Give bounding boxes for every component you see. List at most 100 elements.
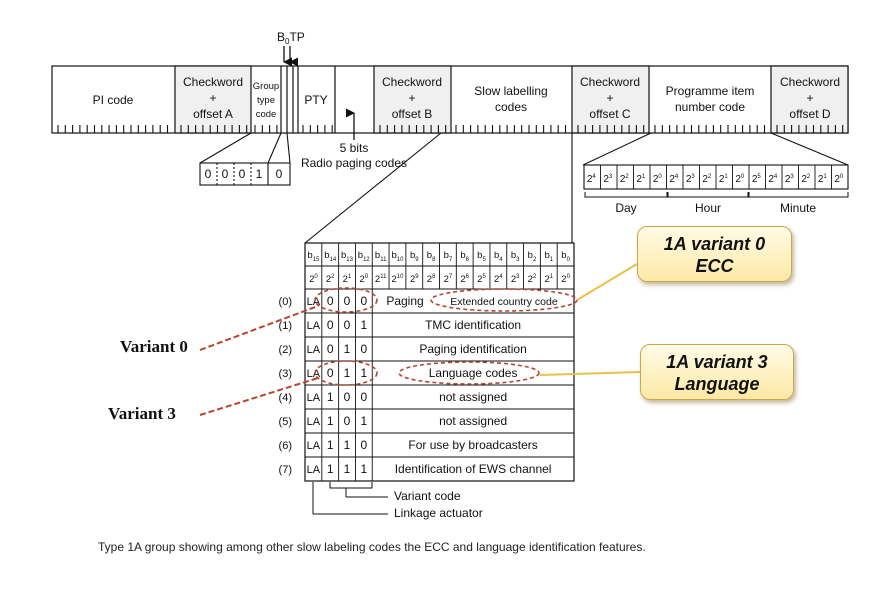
table-row-bit: 1: [327, 462, 334, 476]
table-row-bit: 0: [344, 390, 351, 404]
pin-minute-label: Minute: [780, 201, 816, 215]
table-bit-header-index: 11: [380, 257, 387, 263]
table-power-header: 210: [392, 274, 405, 285]
table-guide-lines: [304, 132, 573, 244]
table-power-header-base: 2: [359, 274, 364, 285]
table-row-bit: 0: [327, 318, 334, 332]
table-power-header-base: 2: [309, 274, 314, 285]
pin-bit-exp: 4: [675, 174, 679, 180]
table-bit-header: b7: [444, 250, 453, 263]
pin-hour-label: Hour: [695, 201, 721, 215]
checkword-a-line3: offset A: [193, 107, 233, 121]
pin-bit: 24: [587, 174, 597, 185]
pin-bit-exp: 0: [658, 174, 662, 180]
table-bit-header: b4: [494, 250, 503, 263]
pty-label: PTY: [304, 93, 327, 107]
pin-bit-base: 2: [818, 174, 824, 185]
pin-bit: 24: [669, 174, 679, 185]
pin-bit-base: 2: [702, 174, 708, 185]
table-power-header-base: 2: [528, 274, 533, 285]
table-row-bit: 1: [360, 366, 367, 380]
group-type-bit: 0: [239, 167, 246, 181]
table-bit-header-index: 3: [516, 257, 520, 263]
table-power-header-index: 0: [314, 274, 318, 280]
table-row-la: LA: [307, 464, 321, 476]
table-power-header-index: 0: [365, 274, 369, 280]
variant0-bits-ellipse: [314, 287, 378, 313]
table-row-bit: 1: [360, 414, 367, 428]
table-power-header-base: 2: [561, 274, 566, 285]
table-bit-header-index: 8: [432, 257, 436, 263]
svg-text:B0TP: B0TP: [277, 30, 305, 46]
pi-code-label: PI code: [93, 93, 134, 107]
table-row-bit: 1: [360, 462, 367, 476]
table-row-bit: 0: [327, 366, 334, 380]
table-power-header-index: 6: [466, 274, 470, 280]
table-bit-header: b6: [460, 250, 469, 263]
table-bit-header: b8: [427, 250, 436, 263]
table-bit-header: b9: [410, 250, 419, 263]
checkword-d-line2: +: [806, 91, 813, 105]
table-power-header-index: 3: [516, 274, 520, 280]
programme-item-line1: Programme item: [666, 84, 755, 98]
tp-label: TP: [289, 30, 304, 44]
pin-day-label: Day: [615, 201, 636, 215]
checkword-c-line1: Checkword: [580, 75, 640, 89]
annotation-lines: [199, 263, 641, 416]
table-bit-header-index: 13: [346, 257, 353, 263]
table-bit-header-base: b: [358, 250, 363, 261]
group-type-bit: 0: [222, 167, 229, 181]
pin-bit-exp: 2: [625, 174, 629, 180]
table-row-bit: 1: [344, 438, 351, 452]
pin-bit-base: 2: [834, 174, 840, 185]
table-bit-header-index: 14: [330, 257, 337, 263]
table-bit-header-index: 4: [499, 257, 503, 263]
pin-bit: 22: [620, 174, 630, 185]
table-row-label: not assigned: [439, 390, 507, 404]
table-row-bit: 1: [344, 366, 351, 380]
table-bit-header-base: b: [511, 250, 516, 261]
table-bit-header-base: b: [494, 250, 499, 261]
table-power-header-index: 1: [550, 274, 554, 280]
table-bit-header-base: b: [392, 250, 397, 261]
table-row-index: (3): [279, 368, 292, 380]
table-power-header-base: 2: [511, 274, 516, 285]
checkword-c-line2: +: [606, 91, 613, 105]
table-power-header-index: 11: [380, 274, 387, 280]
pin-bit-exp: 2: [708, 174, 712, 180]
table-power-header: 22: [326, 274, 335, 285]
table-bit-header-index: 15: [313, 257, 320, 263]
ecc-callout-line1: 1A variant 0: [663, 234, 766, 254]
radio-paging-label: Radio paging codes: [301, 156, 407, 170]
table-bit-header-index: 5: [482, 257, 486, 263]
pin-bit: 21: [719, 174, 729, 185]
table-row-label: not assigned: [439, 414, 507, 428]
table-power-header-index: 8: [432, 274, 436, 280]
table-row-bit: 0: [344, 294, 351, 308]
pin-bit-exp: 4: [774, 174, 778, 180]
table-power-header-base: 2: [343, 274, 348, 285]
pin-brackets: [584, 192, 849, 198]
checkword-c-line3: offset C: [589, 107, 630, 121]
group-type-bit: 0: [276, 167, 283, 181]
group-type-bit: 1: [256, 167, 263, 181]
pin-bit: 20: [735, 174, 745, 185]
pin-bit: 22: [702, 174, 712, 185]
table-bit-header-base: b: [477, 250, 482, 261]
table-bit-header: b5: [477, 250, 486, 263]
group-type-line1: Group: [253, 81, 279, 92]
table-bit-header-index: 9: [415, 257, 419, 263]
table-power-header-base: 2: [427, 274, 432, 285]
table-power-header-index: 0: [567, 274, 571, 280]
checkword-a-line2: +: [209, 91, 216, 105]
table-bit-header: b0: [561, 250, 570, 263]
table-row-index: (4): [279, 392, 292, 404]
table-bit-header-index: 1: [550, 257, 554, 263]
table-bit-header-index: 12: [363, 257, 370, 263]
table-bit-header-index: 2: [533, 257, 537, 263]
pin-bit-base: 2: [719, 174, 725, 185]
language-ellipse: [398, 361, 540, 385]
pin-bit-base: 2: [620, 174, 626, 185]
table-power-header-index: 5: [482, 274, 486, 280]
